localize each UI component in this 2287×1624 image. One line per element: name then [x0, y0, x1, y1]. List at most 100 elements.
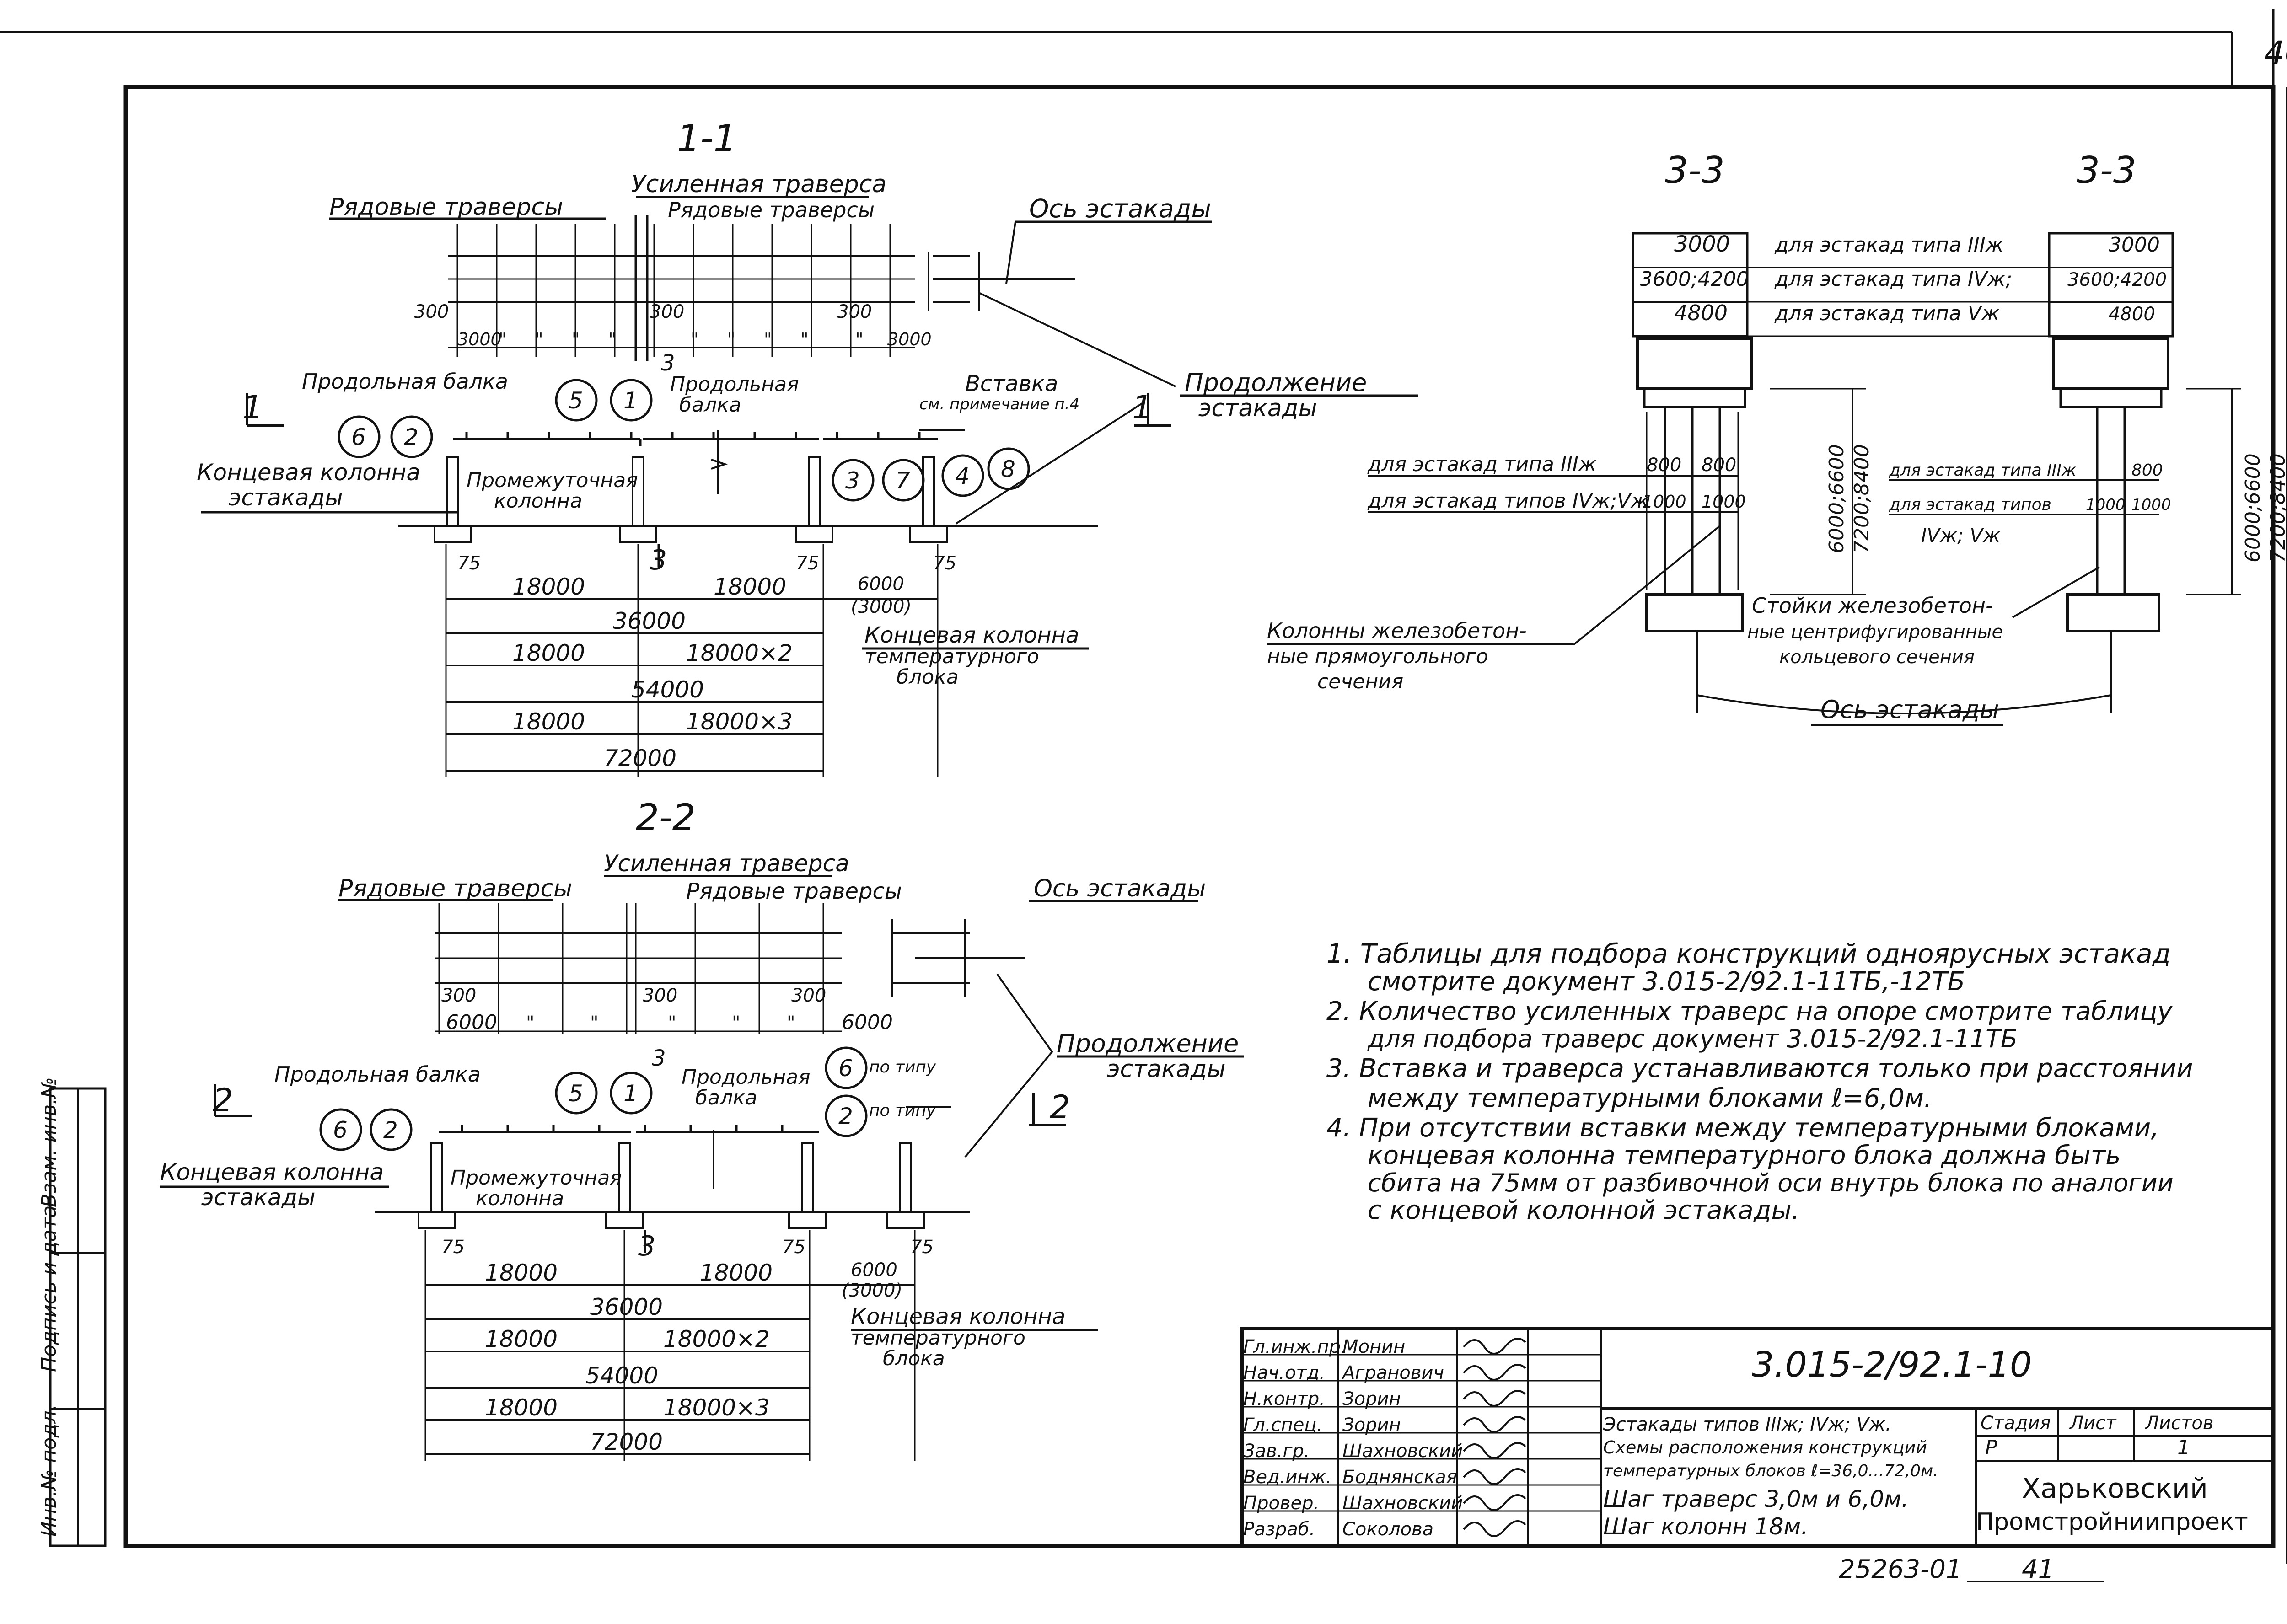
- s33-h-right-b: 7200;8400: [2266, 453, 2287, 563]
- s11-continuation-leader: [955, 402, 1144, 525]
- s22-cut-mark-right: 2: [1050, 1088, 1070, 1126]
- s22-row-traverses-label-2: Рядовые траверсы: [686, 879, 902, 904]
- s22-pitch-last: 6000: [842, 1011, 893, 1034]
- s22-dim-18000-d: 18000: [485, 1394, 558, 1421]
- s22-continuation-1: Продолжение: [1057, 1029, 1239, 1058]
- s33-axis-arc: [1696, 694, 2111, 714]
- s11-continuation-2: эстакады: [1198, 395, 1317, 422]
- note-1-line-2: смотрите документ 3.015-2/92.1-11ТБ,-12Т…: [1368, 967, 1965, 997]
- s11-temp-column-1: Концевая колонна: [864, 622, 1079, 648]
- s22-mark-2b: 2: [825, 1094, 868, 1137]
- s22-col-mark-3: 3: [638, 1230, 655, 1262]
- staff-role: Вед.инж.: [1243, 1467, 1331, 1488]
- staff-role: Гл.инж.пр.: [1243, 1336, 1347, 1357]
- s33-w800-right-side: 800: [2131, 461, 2163, 480]
- note-4-line-2: концевая колонна температурного блока до…: [1368, 1141, 2121, 1170]
- s11-row-traverses-label: Рядовые траверсы: [329, 193, 563, 221]
- signature-mark: [1463, 1416, 1526, 1433]
- s11-axis-leader: [1005, 221, 1016, 284]
- s11-dim-18000x2: 18000×2: [686, 640, 793, 666]
- s33-row2-right: 3600;4200: [2067, 269, 2167, 290]
- s22-mark-5: 5: [555, 1072, 598, 1115]
- s22-continuation-leader: [964, 973, 1053, 1158]
- signature-mark: [1463, 1390, 1526, 1407]
- s22-end-column-2: эстакады: [201, 1184, 316, 1211]
- s11-ditto: ": [535, 329, 543, 349]
- note-3-line-1: 3. Вставка и траверса устанавливаются то…: [1326, 1054, 2193, 1083]
- s33-w1000-right-side-b: 1000: [2131, 496, 2171, 514]
- description-line: Шаг колонн 18м.: [1603, 1513, 1808, 1540]
- s22-long-beam-right-1: Продольная: [682, 1066, 811, 1089]
- s33-right-footing: [2066, 593, 2160, 632]
- s22-dim-3000: (3000): [842, 1280, 902, 1301]
- s11-mark-3: 3: [832, 459, 875, 502]
- page-number: 40: [2264, 34, 2287, 72]
- s33-col-rect-3: сечения: [1317, 670, 1403, 693]
- organization-name-1: Харьковский: [2022, 1473, 2208, 1505]
- document-code: 3.015-2/92.1-10: [1752, 1344, 2032, 1385]
- s11-gap-mid: 300: [650, 301, 684, 322]
- s33-col-ring-2: ные центрифугированные: [1747, 622, 2003, 643]
- s33-h-right-a: 6000;6600: [2241, 453, 2265, 563]
- s33-right-type45a: для эстакад типов: [1889, 495, 2051, 514]
- s22-dim-36000: 36000: [590, 1294, 663, 1320]
- s33-w1000-left: 1000: [1642, 492, 1686, 512]
- s11-mark-6: 6: [338, 415, 381, 458]
- staff-name: Агранович: [1341, 1362, 1444, 1383]
- staff-role: Зав.гр.: [1243, 1441, 1310, 1462]
- s11-mark-8: 8: [987, 447, 1030, 490]
- s33-row3-right: 4800: [2109, 304, 2155, 325]
- note-4-line-3: сбита на 75мм от разбивочной оси внутрь …: [1368, 1168, 2174, 1197]
- s11-mark-1: 1: [610, 379, 653, 422]
- s33-row2-value: 3600;4200: [1640, 268, 1749, 291]
- s22-reinforced-traverse-label: Усиленная траверса: [604, 850, 849, 877]
- s11-section-mark-3: 3: [661, 350, 675, 376]
- note-4-line-1: 4. При отсутствии вставки между температ…: [1326, 1113, 2159, 1143]
- s11-ditto: ": [608, 329, 616, 349]
- s11-offset-right: 75: [933, 553, 956, 574]
- s11-insert-label: Вставка: [965, 371, 1058, 397]
- svg-text:6: 6: [333, 1117, 348, 1143]
- s22-cut-mark-left: 2: [213, 1082, 233, 1119]
- staff-roles: Гл.инж.пр. Нач.отд. Н.контр. Гл.спец. За…: [1243, 1336, 1347, 1540]
- s22-row-traverses-label: Рядовые траверсы: [338, 875, 572, 902]
- s11-mark-2: 2: [390, 415, 433, 458]
- s11-end-column-2: эстакады: [229, 484, 343, 511]
- note-4-line-4: с концевой колонной эстакады.: [1368, 1195, 1799, 1225]
- s11-mid-column-2: колонна: [494, 489, 582, 513]
- s11-ditto: ": [691, 329, 698, 349]
- s33-col-rect-leader: [1573, 525, 1721, 646]
- s22-temp-column-2: температурного: [851, 1326, 1025, 1350]
- s33-row1-right: 3000: [2109, 233, 2160, 257]
- s22-dim-54000: 54000: [585, 1362, 658, 1389]
- s22-end-column-1: Концевая колонна: [160, 1159, 384, 1185]
- s33-w800-left: 800: [1647, 455, 1681, 476]
- description-line: Шаг траверс 3,0м и 6,0м.: [1603, 1486, 1909, 1512]
- s22-dim-18000-a: 18000: [485, 1260, 558, 1286]
- staff-name: Монин: [1342, 1336, 1405, 1357]
- margin-signature-date: Подпись и дата: [38, 1206, 61, 1372]
- s11-axis-label: Ось эстакады: [1029, 194, 1211, 223]
- section-1-1: 1-1 Рядовые траверсы Усиленная траверса …: [197, 117, 1367, 772]
- staff-name: Шахновский: [1342, 1493, 1463, 1514]
- staff-name: Шахновский: [1342, 1441, 1463, 1462]
- margin-inv-no: Инв.№ подл.: [38, 1404, 61, 1537]
- s11-break-zigzag: [711, 459, 728, 470]
- svg-text:8: 8: [1001, 456, 1015, 482]
- staff-role: Н.контр.: [1243, 1388, 1325, 1410]
- s11-cut-mark-right: 1: [1132, 389, 1153, 426]
- s22-mid-column-1: Промежуточная: [451, 1166, 622, 1190]
- svg-text:1: 1: [623, 1080, 638, 1107]
- s22-footing: [886, 1211, 925, 1229]
- section-3-3: 3-3 3-3 3000 для эстакад типа IIIж 3000 …: [1267, 149, 2287, 724]
- s22-mark-6b: 6: [825, 1046, 868, 1089]
- s11-mark-5: 5: [555, 379, 598, 422]
- s11-dim-6000: 6000: [858, 573, 904, 595]
- s22-mark-2: 2: [370, 1108, 413, 1151]
- s33-w1000-right: 1000: [1702, 492, 1746, 512]
- s11-footing: [434, 525, 472, 543]
- s22-offset-temp: 75: [782, 1237, 805, 1258]
- s11-long-beam-left: Продольная балка: [302, 369, 508, 394]
- staff-role: Разраб.: [1243, 1519, 1315, 1540]
